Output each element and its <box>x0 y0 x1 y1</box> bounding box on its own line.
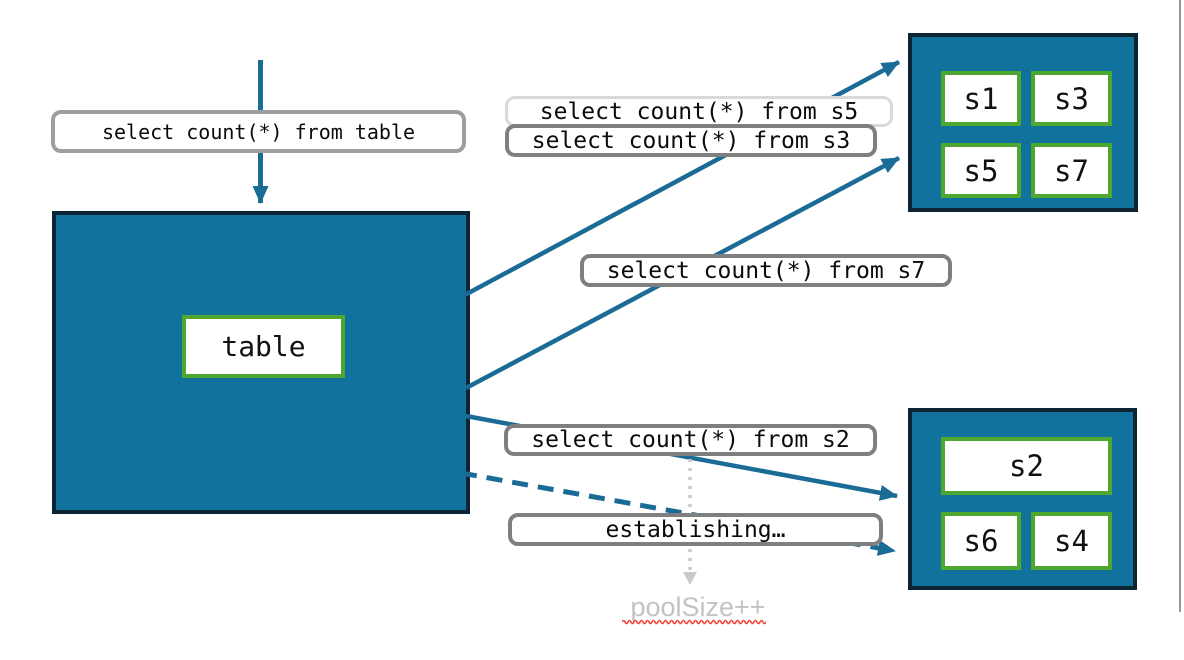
pool-size-note: poolSize++ <box>630 592 766 622</box>
query-s7-label: select count(*) from s7 <box>580 254 952 287</box>
shard-group-top: s1 s3 s5 s7 <box>908 33 1138 212</box>
query-s2-label: select count(*) from s2 <box>504 424 877 456</box>
shard-box-s4: s4 <box>1031 512 1112 570</box>
query-s5-label: select count(*) from s5 <box>505 96 893 127</box>
query-table-label: select count(*) from table <box>51 110 466 153</box>
shard-box-s5: s5 <box>941 143 1021 198</box>
query-s3-label: select count(*) from s3 <box>505 124 877 157</box>
shard-box-s2: s2 <box>941 437 1112 495</box>
shard-group-bottom: s2 s6 s4 <box>908 408 1137 590</box>
shard-box-s7: s7 <box>1031 143 1112 198</box>
slide-right-edge-line <box>1179 0 1181 612</box>
establishing-label: establishing… <box>508 513 883 546</box>
shard-box-s1: s1 <box>941 71 1021 126</box>
table-node: table <box>52 211 470 514</box>
spellcheck-squiggle <box>622 619 766 625</box>
shard-box-s6: s6 <box>941 512 1021 570</box>
shard-box-s3: s3 <box>1031 71 1112 126</box>
table-box: table <box>182 315 345 378</box>
